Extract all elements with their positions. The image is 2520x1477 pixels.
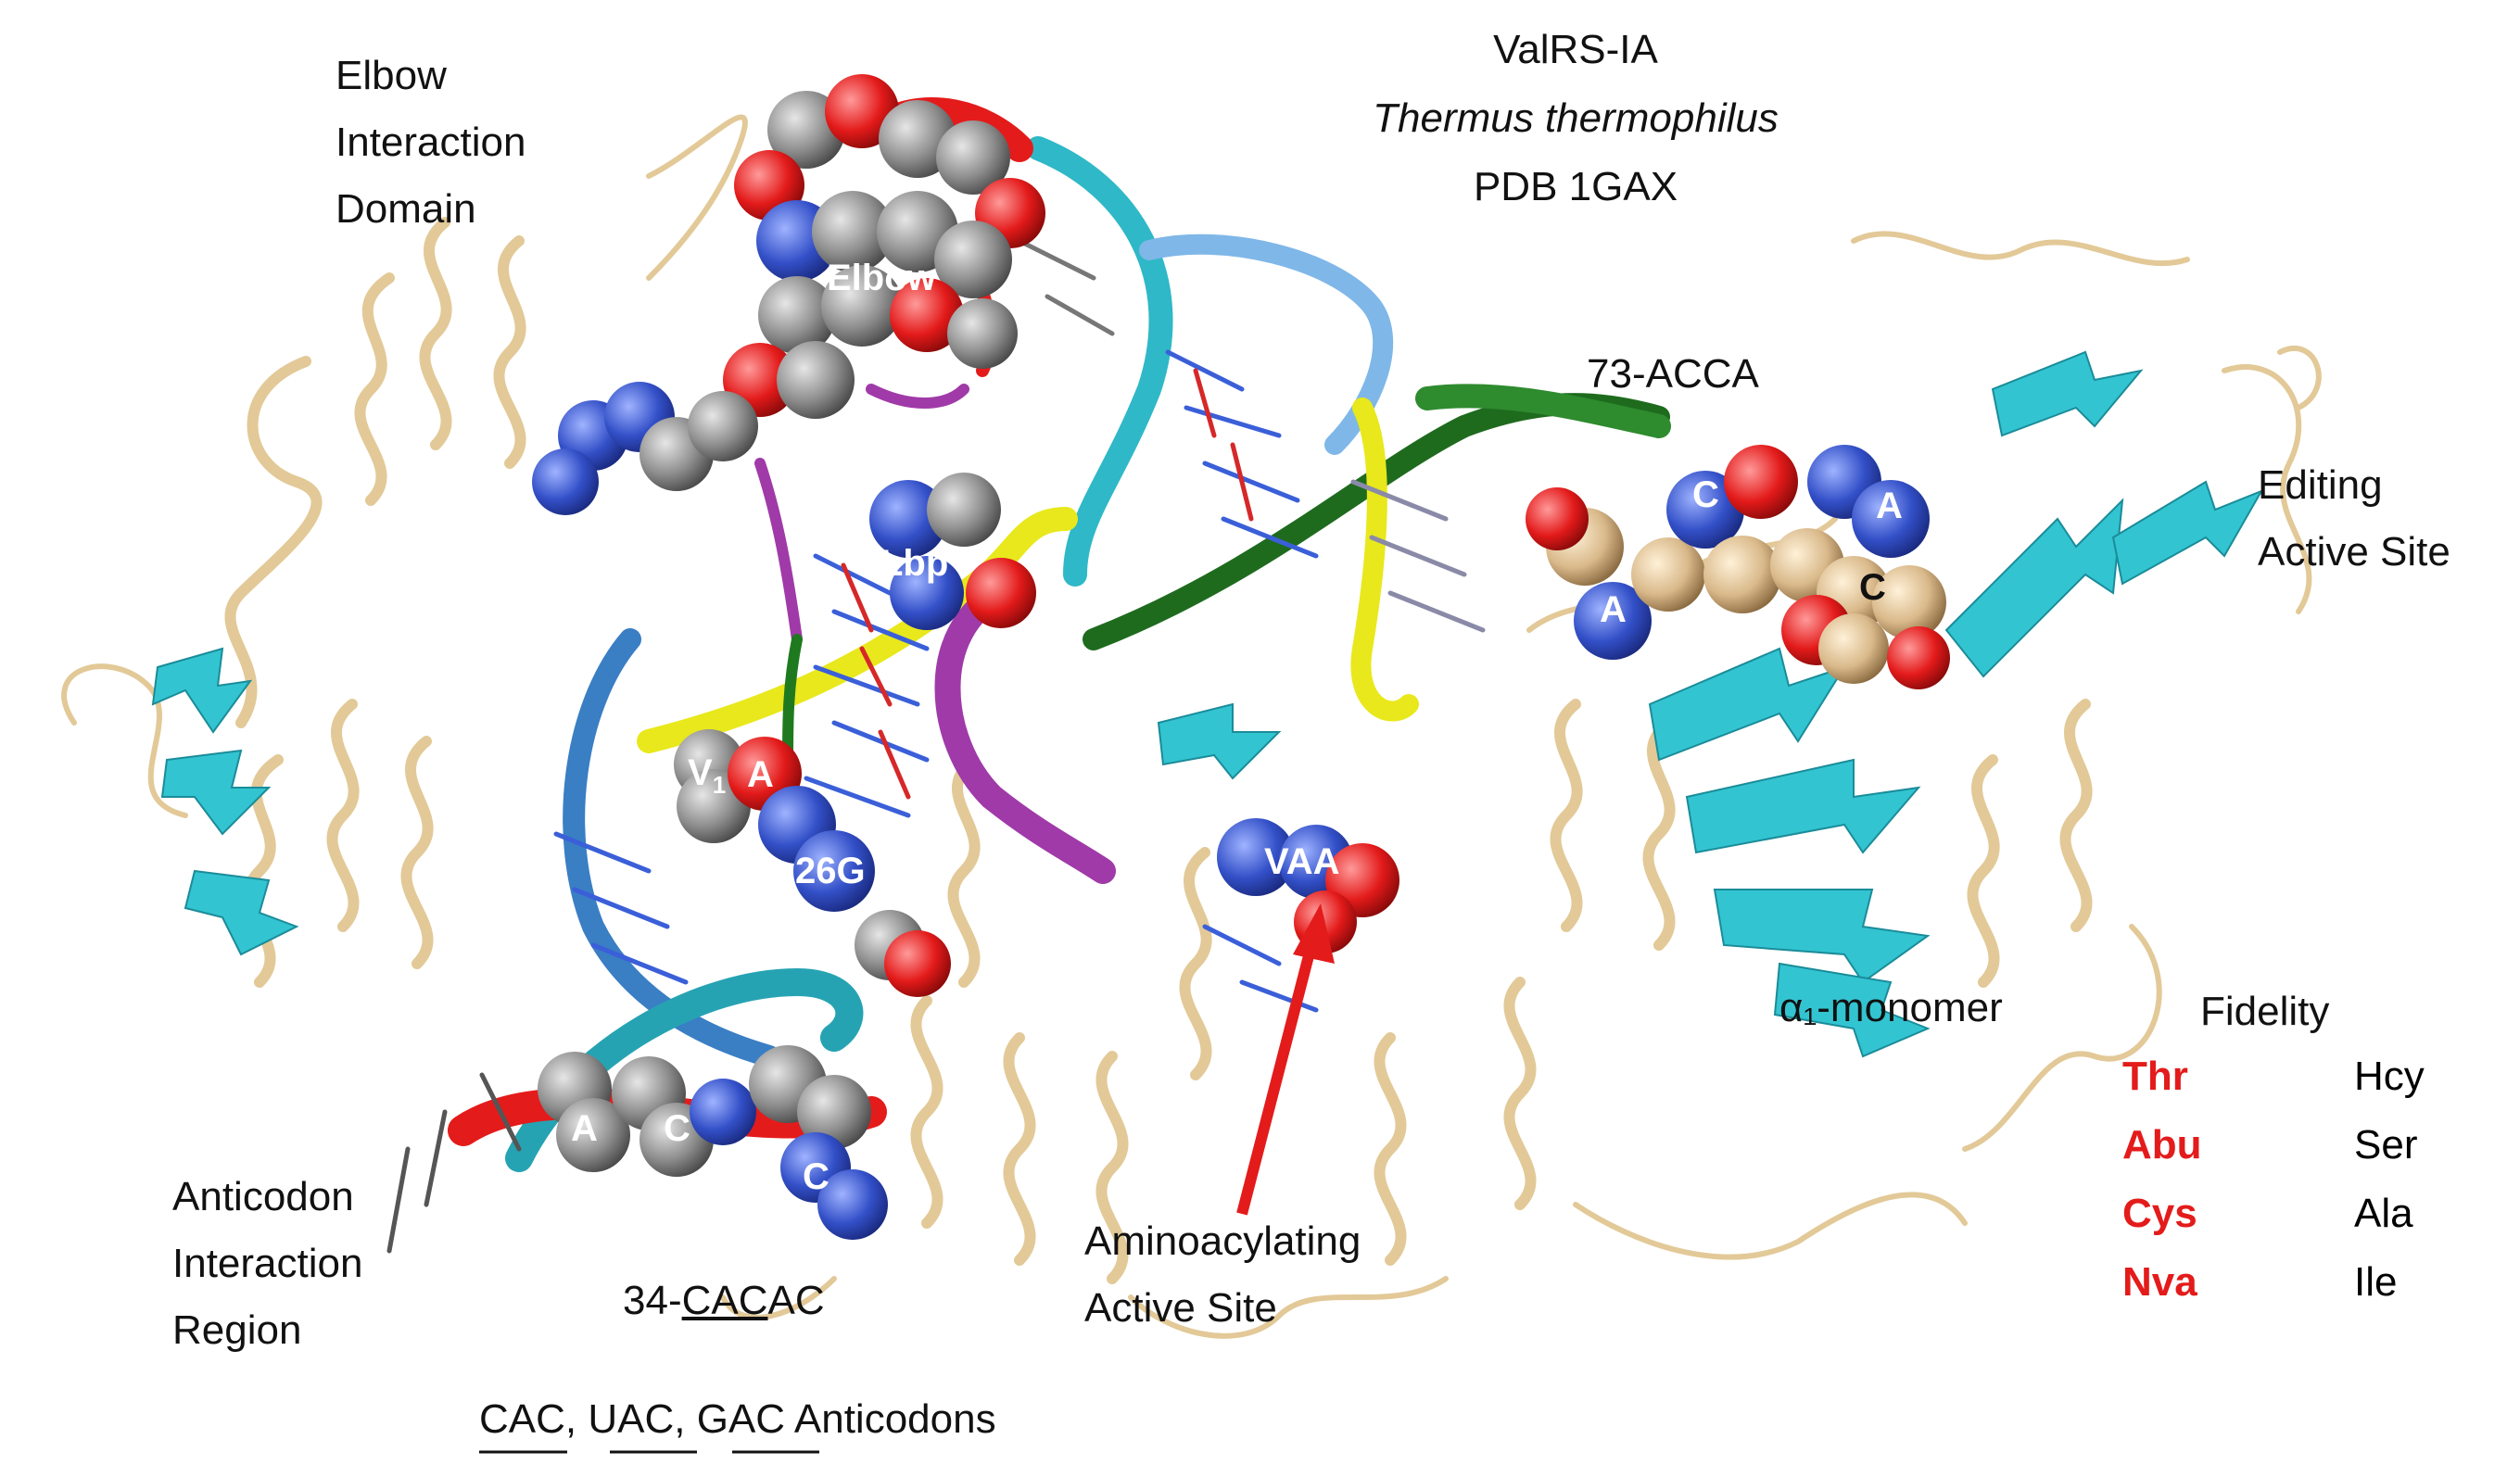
lbp-atoms	[869, 473, 1036, 630]
anticodon-uac: UAC	[588, 1396, 675, 1442]
fidelity-other-2: Ser	[2354, 1122, 2418, 1168]
vaa-atom-label: VAA	[1264, 841, 1340, 882]
fidelity-rejected-1: Thr	[2122, 1054, 2188, 1099]
a-red-atom-label: A	[747, 754, 774, 795]
anticodon-rest: AC	[767, 1278, 825, 1323]
g26-atoms	[793, 830, 951, 997]
base-sticks	[386, 238, 1486, 1254]
anticodon-c2-label: C	[803, 1156, 829, 1197]
fidelity-heading: Fidelity	[2200, 989, 2330, 1034]
anticodon-cac: CAC	[479, 1396, 565, 1442]
anticodon-gac: GAC	[696, 1396, 786, 1442]
lbp-atom-label: Lbp	[880, 543, 949, 584]
title-line-3: PDB 1GAX	[1473, 164, 1678, 209]
fidelity-rejected-2: Abu	[2122, 1122, 2202, 1168]
protein-coils	[224, 217, 2093, 1284]
fidelity-other-1: Hcy	[2354, 1054, 2425, 1099]
elbow-atoms	[532, 74, 1045, 515]
beta-sheets	[151, 350, 2264, 1058]
acca-c2-label: C	[1859, 567, 1886, 608]
elbow-domain-label-1: Elbow	[336, 53, 447, 98]
aminoacylation-arrow	[1236, 903, 1335, 1216]
anticodon-region-label-2: Interaction	[172, 1241, 363, 1286]
v1-letter: V	[688, 752, 713, 793]
fidelity-other-3: Ala	[2354, 1191, 2413, 1236]
anticodon-underlined: CAC	[681, 1278, 768, 1323]
anticodon-atoms	[538, 1045, 888, 1240]
fidelity-rejected-3: Cys	[2122, 1191, 2197, 1236]
fidelity-rejected-4: Nva	[2122, 1259, 2197, 1305]
elbow-domain-label-3: Domain	[336, 186, 476, 232]
anticodons-line: CAC, UAC, GAC Anticodons	[479, 1396, 996, 1442]
anticodon-region-label-3: Region	[172, 1307, 302, 1353]
title-line-2: Thermus thermophilus	[1373, 95, 1779, 141]
anticodons-suffix: Anticodons	[793, 1396, 996, 1442]
aminoacylating-site-label-1: Aminoacylating	[1084, 1218, 1361, 1264]
v1-atom-label: V1	[688, 752, 726, 800]
acca-c1-label: C	[1692, 474, 1719, 515]
title-line-1: ValRS-IA	[1493, 27, 1658, 72]
acca-a2-label: A	[1600, 589, 1627, 630]
editing-site-label-2: Active Site	[2258, 529, 2450, 574]
v1-subscript: 1	[712, 771, 727, 799]
anticodon-sequence-label: 34-CACAC	[623, 1277, 825, 1325]
protein-loops	[61, 114, 2322, 1339]
elbow-atom-label: Elbow	[827, 258, 936, 298]
elbow-domain-label-2: Interaction	[336, 120, 526, 165]
g26-atom-label: 26G	[795, 851, 866, 891]
anticodon-a-label: A	[571, 1108, 598, 1149]
acca-label: 73-ACCA	[1587, 351, 1759, 397]
acca-atoms	[1526, 445, 1950, 689]
acca-a1-label: A	[1876, 486, 1903, 526]
editing-site-label-1: Editing	[2258, 462, 2383, 508]
anticodon-c-label: C	[664, 1108, 690, 1149]
vaa-atoms	[1217, 818, 1399, 953]
rna-backbone	[448, 97, 1671, 1172]
monomer-label: α₁-monomer	[1779, 985, 2003, 1030]
anticodon-region-label-1: Anticodon	[172, 1174, 354, 1219]
anticodon-prefix: 34-	[623, 1278, 682, 1323]
fidelity-other-4: Ile	[2354, 1259, 2398, 1305]
aminoacylating-site-label-2: Active Site	[1084, 1285, 1277, 1331]
